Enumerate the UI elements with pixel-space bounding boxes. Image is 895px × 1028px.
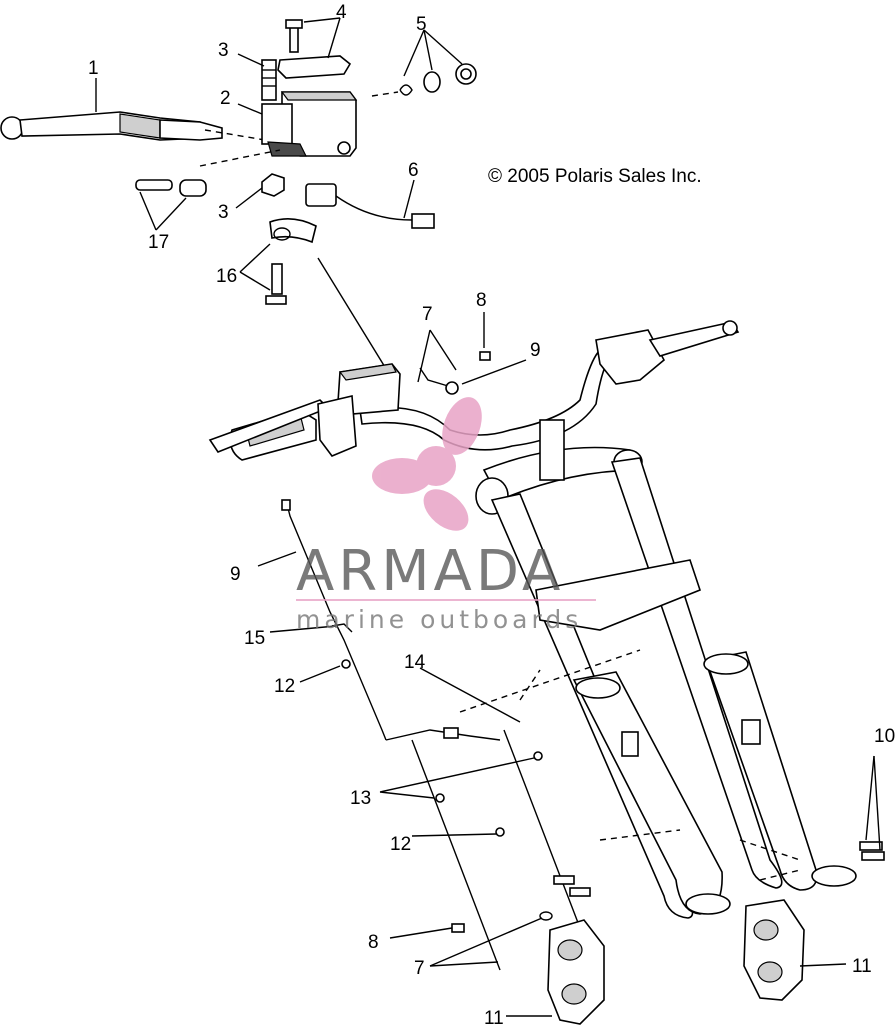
callout-11a: 11 xyxy=(484,1008,504,1028)
callout-7a: 7 xyxy=(422,304,433,325)
callout-6: 6 xyxy=(408,160,419,181)
pivot-bolt-and-bushing xyxy=(135,179,207,197)
callout-14: 14 xyxy=(404,652,426,673)
reservoir-cover xyxy=(277,19,352,79)
nut-part xyxy=(261,173,285,197)
callout-12a: 12 xyxy=(274,676,295,697)
copyright-notice: © 2005 Polaris Sales Inc. xyxy=(488,166,702,187)
brake-lever-assembly xyxy=(0,111,266,141)
callout-17: 17 xyxy=(148,232,169,253)
seals-and-clips xyxy=(371,63,477,97)
spring-plunger xyxy=(261,59,277,101)
watermark: ARMADA marine outboards xyxy=(296,397,596,634)
brake-switch xyxy=(305,183,435,229)
callout-7b: 7 xyxy=(414,958,425,979)
callout-15: 15 xyxy=(244,628,265,649)
callout-8b: 8 xyxy=(368,932,379,953)
callout-10: 10 xyxy=(874,726,895,747)
callout-9a: 9 xyxy=(530,340,541,361)
callout-11b: 11 xyxy=(852,956,872,977)
caliper-right xyxy=(743,899,805,1001)
watermark-brand: ARMADA xyxy=(296,539,564,604)
callout-16: 16 xyxy=(216,266,237,287)
upper-banjo xyxy=(417,312,527,395)
callout-8a: 8 xyxy=(476,290,487,311)
callout-3b: 3 xyxy=(218,202,229,223)
callout-9b: 9 xyxy=(230,564,241,585)
fork-assembly xyxy=(475,419,857,919)
callout-4: 4 xyxy=(336,2,347,23)
mount-bolts xyxy=(451,841,885,933)
caliper-left xyxy=(547,919,605,1025)
master-cylinder-body xyxy=(199,91,358,167)
propeller-logo-icon xyxy=(372,397,482,531)
callout-numbers: 1 2 3 3 4 5 6 7 7 8 8 9 9 10 11 11 12 12… xyxy=(88,2,895,1028)
callout-13: 13 xyxy=(350,788,371,809)
callout-12b: 12 xyxy=(390,834,411,855)
callout-3a: 3 xyxy=(218,40,229,61)
alignment-lines xyxy=(459,649,801,881)
leader-lines xyxy=(95,17,881,1017)
callout-5: 5 xyxy=(416,14,427,35)
watermark-tagline: marine outboards xyxy=(296,605,582,634)
callout-1: 1 xyxy=(88,58,99,79)
clamp xyxy=(265,218,317,305)
callout-2: 2 xyxy=(220,88,231,109)
